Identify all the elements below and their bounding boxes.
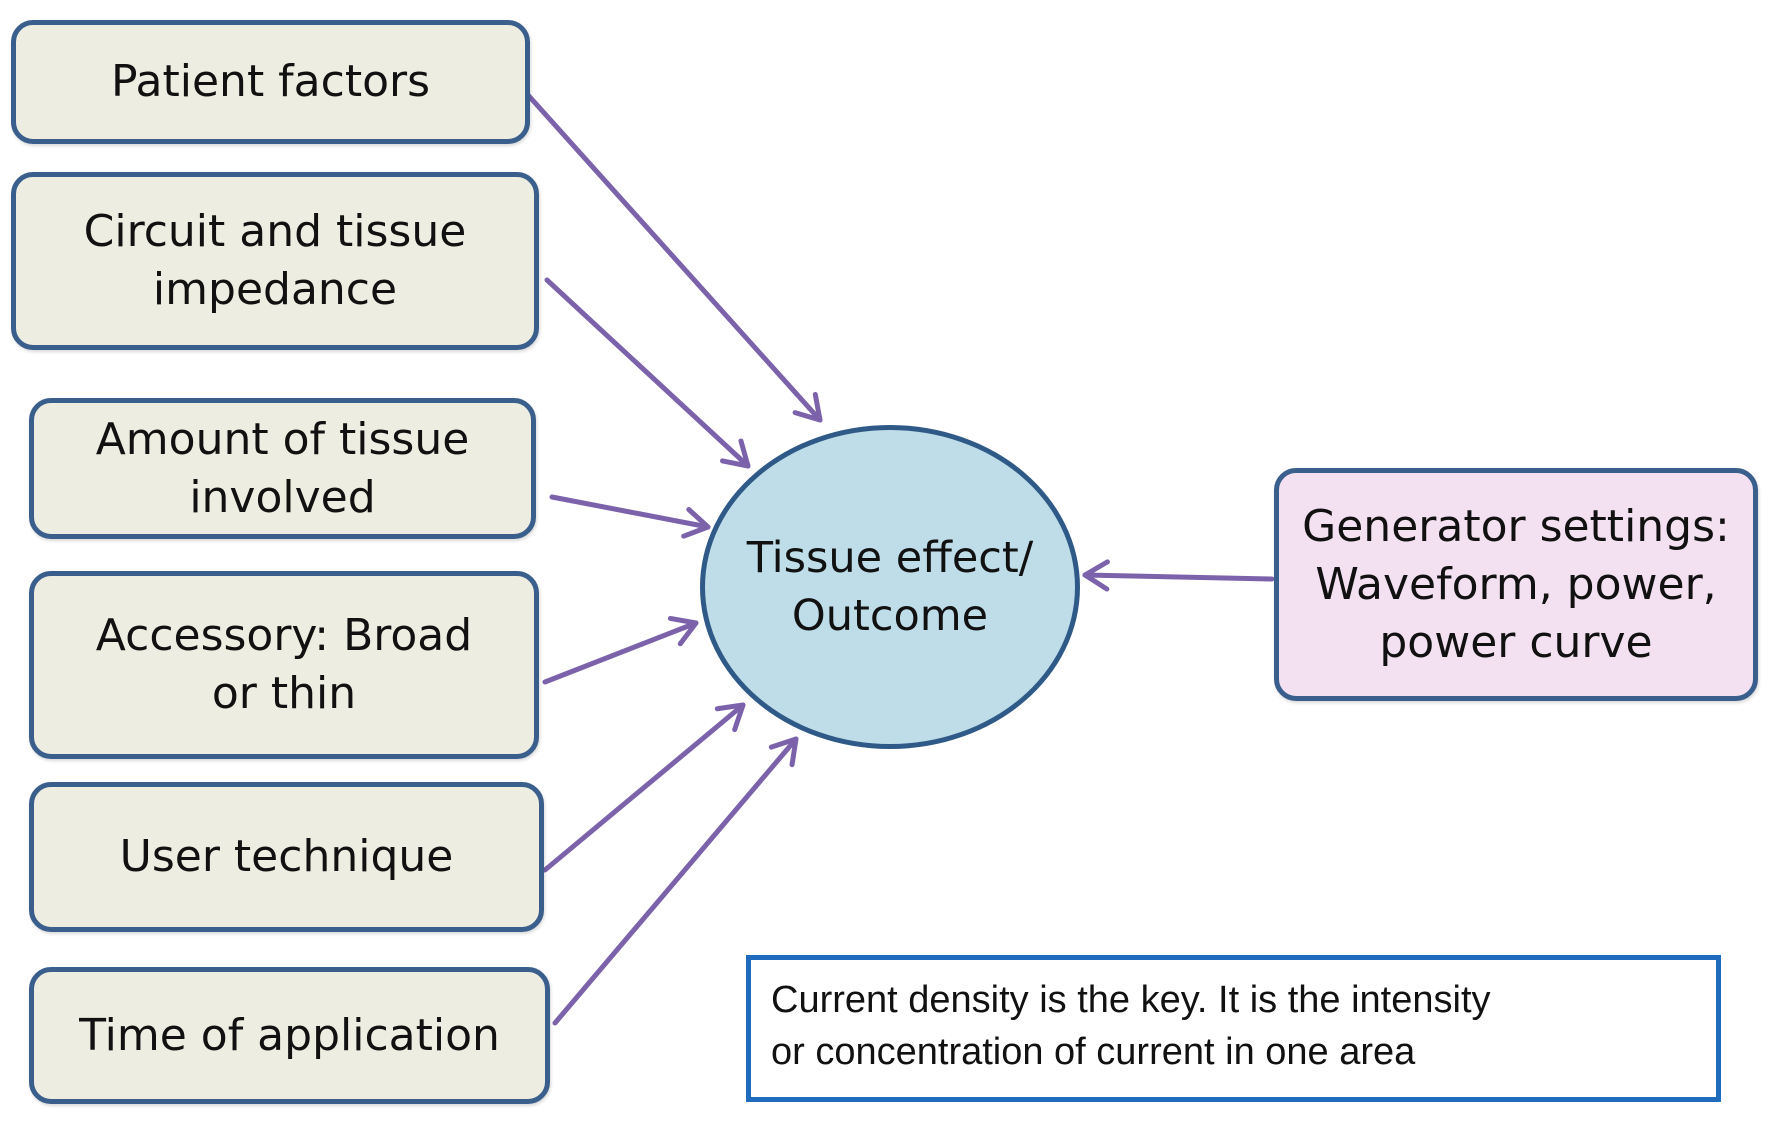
factor-time-label: Time of application	[79, 1009, 500, 1061]
factor-patient-label: Patient factors	[110, 56, 431, 107]
arrow-time-to-outcome-head-icon	[768, 736, 799, 768]
factor-accessory: Accessory: Broad or thin	[29, 571, 539, 759]
arrow-impedance-to-outcome	[544, 277, 751, 469]
factor-accessory-label: Accessory: Broad or thin	[95, 610, 473, 719]
factor-amount: Amount of tissue involved	[29, 398, 536, 539]
arrow-technique-to-outcome-head-icon	[714, 702, 746, 733]
factor-impedance: Circuit and tissue impedance	[11, 172, 539, 350]
arrow-generator-to-outcome	[1082, 572, 1275, 582]
arrow-accessory-to-outcome-head-icon	[667, 615, 699, 647]
generator-settings-label: Generator settings: Waveform, power, pow…	[1302, 500, 1730, 668]
arrow-technique-to-outcome	[542, 702, 746, 873]
factor-amount-label: Amount of tissue involved	[95, 413, 470, 523]
arrow-generator-to-outcome-head-icon	[1082, 559, 1110, 592]
current-density-note: Current density is the key. It is the in…	[746, 955, 1721, 1102]
outcome-label: Tissue effect/ Outcome	[746, 533, 1034, 641]
arrow-time-to-outcome	[552, 736, 799, 1026]
arrow-amount-to-outcome-head-icon	[681, 506, 711, 539]
factor-time: Time of application	[29, 967, 550, 1104]
factor-patient: Patient factors	[11, 20, 530, 144]
factor-technique-label: User technique	[119, 831, 454, 882]
generator-settings: Generator settings: Waveform, power, pow…	[1274, 468, 1758, 701]
outcome-node: Tissue effect/ Outcome	[700, 425, 1080, 749]
arrow-accessory-to-outcome	[542, 620, 699, 685]
factor-impedance-label: Circuit and tissue impedance	[83, 206, 467, 315]
arrow-impedance-to-outcome-head-icon	[720, 438, 751, 469]
arrow-patient-to-outcome-head-icon	[792, 391, 823, 423]
current-density-note-text: Current density is the key. It is the in…	[771, 979, 1491, 1073]
arrow-patient-to-outcome	[525, 92, 823, 423]
factor-technique: User technique	[29, 782, 544, 932]
arrow-amount-to-outcome	[549, 494, 711, 530]
